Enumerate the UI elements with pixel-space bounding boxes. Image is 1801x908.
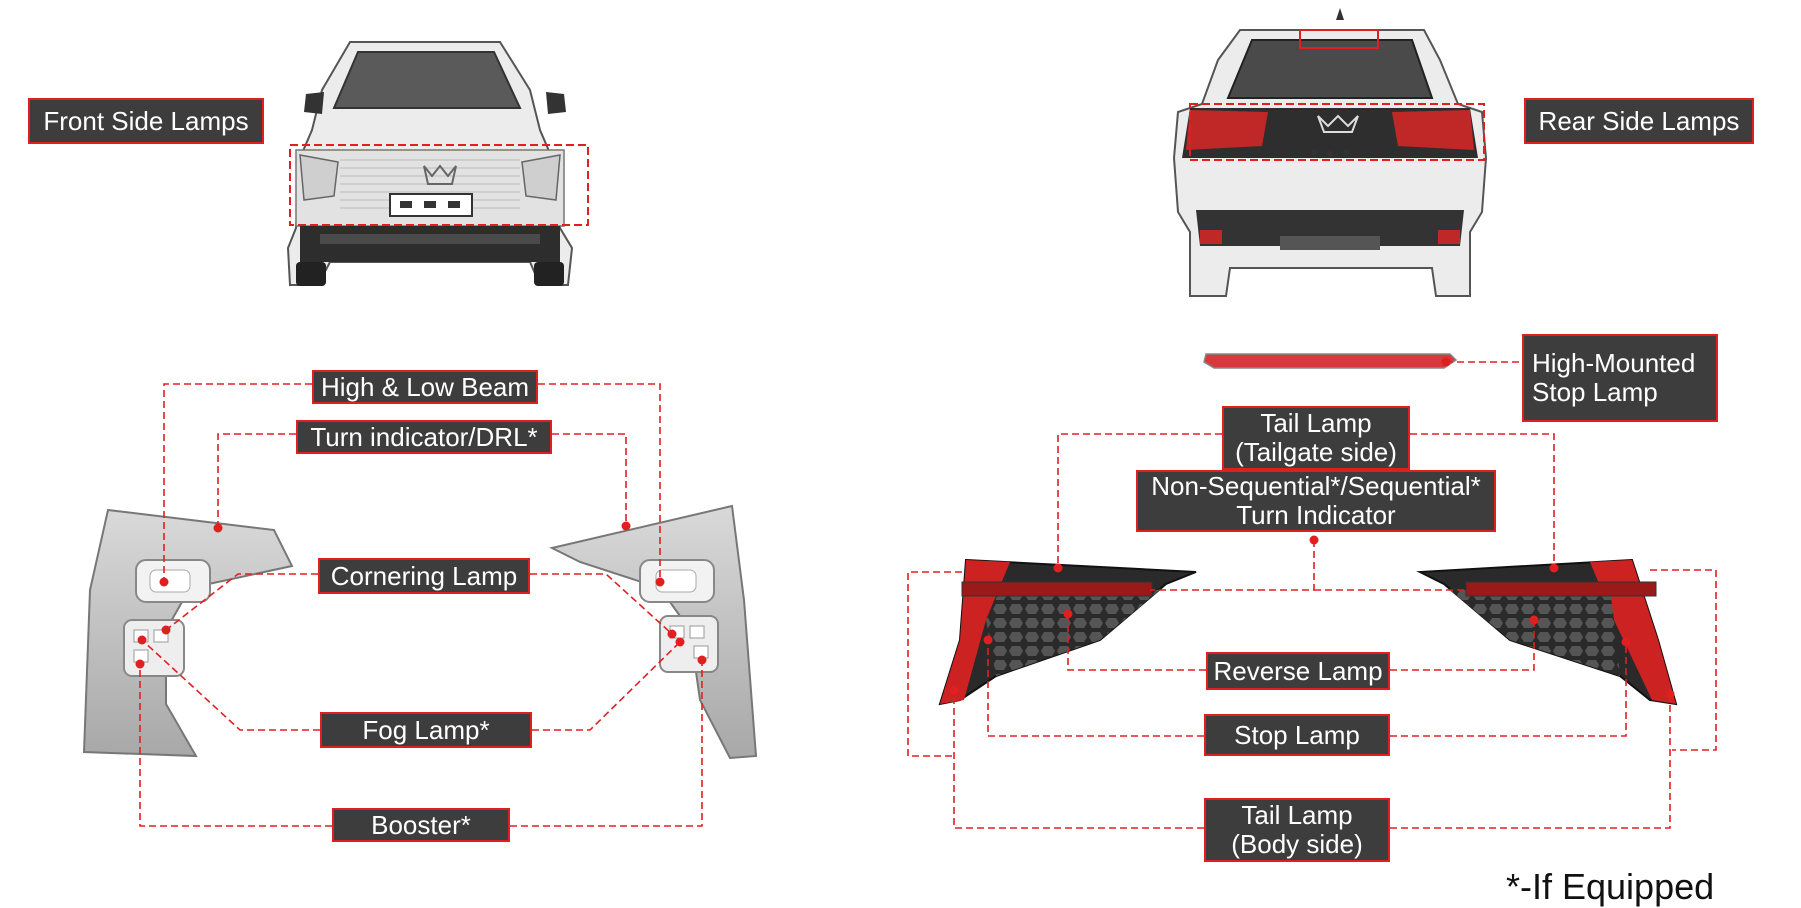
label-turn-indicator-sequential: Non-Sequential*/Sequential* Turn Indicat… (1136, 470, 1496, 532)
leader-lines (139, 361, 1717, 829)
front-lamps-highlight (289, 144, 589, 226)
label-stop-lamp: Stop Lamp (1204, 714, 1390, 756)
left-headlamp-unit (82, 508, 294, 758)
footnote-if-equipped: *-If Equipped (1506, 866, 1715, 907)
right-headlamp-unit (549, 504, 758, 760)
label-front-side-lamps: Front Side Lamps (28, 98, 264, 144)
label-booster: Booster* (332, 808, 510, 842)
rear-high-mounted-highlight (1299, 29, 1379, 49)
rear-vehicle-illustration (1172, 8, 1488, 297)
label-reverse-lamp: Reverse Lamp (1206, 652, 1390, 690)
right-tail-lamp-unit (1416, 558, 1678, 706)
rear-lamps-highlight (1189, 103, 1485, 161)
marker-dots (135, 357, 1675, 699)
label-turn-indicator-drl: Turn indicator/DRL* (296, 420, 552, 454)
label-high-low-beam: High & Low Beam (312, 370, 538, 404)
label-tail-lamp-tailgate-side: Tail Lamp (Tailgate side) (1222, 406, 1410, 470)
label-cornering-lamp: Cornering Lamp (318, 558, 530, 594)
label-tail-lamp-body-side: Tail Lamp (Body side) (1204, 798, 1390, 862)
high-mounted-stop-lamp-part (1203, 353, 1458, 369)
label-rear-side-lamps: Rear Side Lamps (1524, 98, 1754, 144)
label-fog-lamp: Fog Lamp* (320, 712, 532, 748)
front-vehicle-illustration (286, 41, 574, 286)
label-high-mounted-stop-lamp: High-Mounted Stop Lamp (1522, 334, 1718, 422)
